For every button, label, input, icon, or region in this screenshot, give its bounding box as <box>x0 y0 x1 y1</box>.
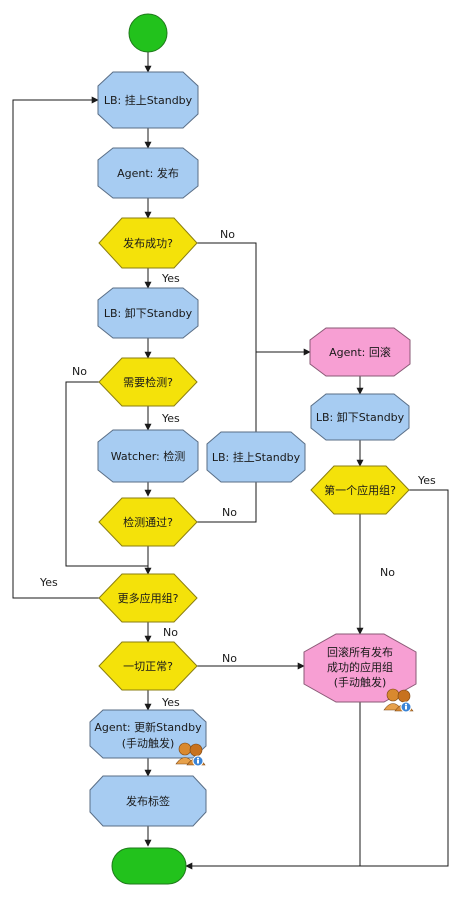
node-lb-unmount-label: LB: 卸下Standby <box>104 306 193 320</box>
start-node <box>128 13 168 53</box>
decision-all-ok-label: 一切正常? <box>123 660 173 673</box>
node-lb-mount-label: LB: 挂上Standby <box>104 93 193 107</box>
edge-label-more-groups-no: No <box>163 626 178 639</box>
edge-label-publish-ok-no: No <box>220 228 235 241</box>
decision-more-groups: 更多应用组? <box>98 573 198 623</box>
edge-label-check-passed-no: No <box>222 506 237 519</box>
node-agent-publish: Agent: 发布 <box>97 147 199 199</box>
node-lb-mount: LB: 挂上Standby <box>97 71 199 129</box>
decision-check-passed-label: 检测通过? <box>123 515 173 529</box>
node-lb-unmount: LB: 卸下Standby <box>97 287 199 339</box>
node-agent-rollback-label: Agent: 回滚 <box>329 345 391 359</box>
decision-first-group: 第一个应用组? <box>310 465 410 515</box>
edge-label-first-group-no: No <box>380 566 395 579</box>
edges <box>12 52 449 870</box>
node-lb-unmount-2-label: LB: 卸下Standby <box>316 410 405 424</box>
edge-label-publish-ok-yes: Yes <box>161 272 180 285</box>
node-rollback-all-label-1: 回滚所有发布 <box>327 645 393 659</box>
decision-publish-ok-label: 发布成功? <box>123 236 173 250</box>
decision-publish-ok: 发布成功? <box>98 217 198 269</box>
manual-user-icon <box>383 688 414 713</box>
node-rollback-all-label-3: (手动触发) <box>334 675 387 689</box>
node-rollback-all-label-2: 成功的应用组 <box>327 660 393 674</box>
node-publish-tag: 发布标签 <box>89 775 207 827</box>
edge-label-all-ok-yes: Yes <box>161 696 180 709</box>
node-agent-publish-label: Agent: 发布 <box>117 166 179 180</box>
edge-label-first-group-yes: Yes <box>417 474 436 487</box>
decision-check-passed: 检测通过? <box>98 497 198 547</box>
node-lb-unmount-2: LB: 卸下Standby <box>310 393 410 441</box>
end-node <box>111 847 187 885</box>
decision-need-check-label: 需要检测? <box>123 375 173 389</box>
decision-more-groups-label: 更多应用组? <box>118 591 179 605</box>
node-agent-rollback: Agent: 回滚 <box>309 327 411 377</box>
decision-all-ok: 一切正常? <box>98 641 198 691</box>
node-lb-mount-2-label: LB: 挂上Standby <box>212 450 301 464</box>
node-agent-update: Agent: 更新Standby (手动触发) <box>89 709 207 767</box>
node-rollback-all: 回滚所有发布 成功的应用组 (手动触发) <box>303 633 417 713</box>
node-lb-mount-2: LB: 挂上Standby <box>206 431 306 483</box>
decision-need-check: 需要检测? <box>98 357 198 407</box>
edge-label-all-ok-no: No <box>222 652 237 665</box>
node-agent-update-label-2: (手动触发) <box>122 736 175 750</box>
edge-label-more-groups-yes: Yes <box>39 576 58 589</box>
node-watcher-check: Watcher: 检测 <box>97 429 199 483</box>
node-publish-tag-label: 发布标签 <box>126 794 170 808</box>
edge-labels: No Yes No Yes No Yes No No Yes Yes No <box>39 228 436 709</box>
node-watcher-check-label: Watcher: 检测 <box>111 449 186 463</box>
decision-first-group-label: 第一个应用组? <box>324 483 396 497</box>
node-agent-update-label-1: Agent: 更新Standby <box>94 720 202 734</box>
edge-label-need-check-no: No <box>72 365 87 378</box>
edge-label-need-check-yes: Yes <box>161 412 180 425</box>
